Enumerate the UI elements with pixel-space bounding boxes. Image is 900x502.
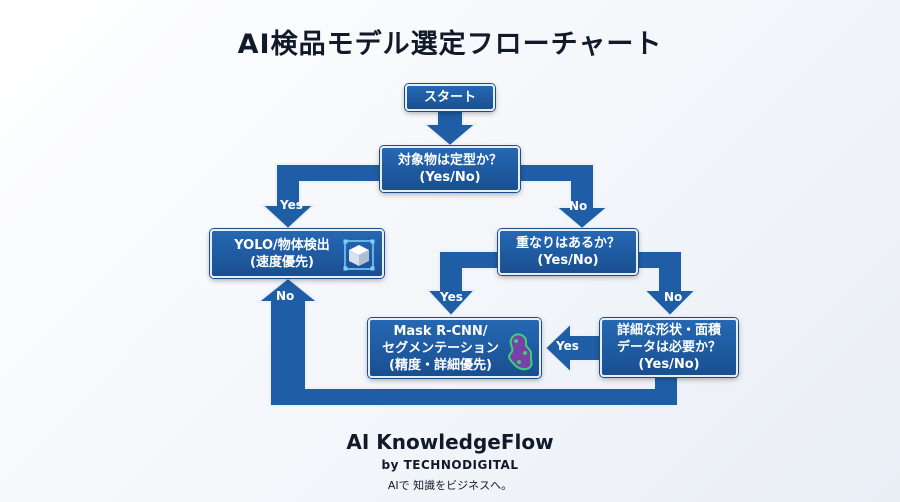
label-q3-no: No xyxy=(276,289,295,303)
node-q3-line2: データは必要か？ xyxy=(616,340,721,355)
arrow-q3-no-loop xyxy=(255,276,679,407)
node-q2-line2: (Yes/No) xyxy=(537,253,599,268)
label-q2-no: No xyxy=(664,290,683,304)
node-q3-detail-data: 詳細な形状・面積 データは必要か？ (Yes/No) xyxy=(600,318,738,377)
node-start-label: スタート xyxy=(423,90,476,105)
bounding-box-cube-icon xyxy=(343,239,375,271)
node-q3-line3: (Yes/No) xyxy=(638,357,700,372)
segmentation-mask-icon xyxy=(508,333,533,371)
node-yolo-line2: (速度優先) xyxy=(250,254,314,270)
node-yolo-line1: YOLO/物体検出 xyxy=(234,237,330,253)
node-q1-line1: 対象物は定型か？ xyxy=(397,153,502,168)
page-title: AI検品モデル選定フローチャート xyxy=(237,29,663,60)
label-q1-no: No xyxy=(569,199,588,213)
label-q3-yes: Yes xyxy=(556,339,579,353)
node-q1-line2: (Yes/No) xyxy=(419,170,481,185)
label-q1-yes: Yes xyxy=(280,198,303,212)
label-q2-yes: Yes xyxy=(440,290,463,304)
arrow-q2-no xyxy=(637,250,699,318)
node-q1-fixed-shape: 対象物は定型か？ (Yes/No) xyxy=(380,146,520,192)
brand-name: AI KnowledgeFlow xyxy=(346,430,554,454)
arrow-q1-yes xyxy=(259,163,381,231)
node-q2-overlap: 重なりはあるか？ (Yes/No) xyxy=(498,229,638,275)
arrow-start-to-q1 xyxy=(421,110,479,148)
node-mask-line2: セグメンテーション xyxy=(382,340,499,356)
brand-by-line: by TECHNODIGITAL xyxy=(381,458,519,472)
node-mask-line3: (精度・詳細優先) xyxy=(389,357,492,373)
node-mask-line1: Mask R-CNN/ xyxy=(393,323,488,339)
node-start: スタート xyxy=(405,84,495,111)
node-mask-rcnn: Mask R-CNN/ セグメンテーション (精度・詳細優先) xyxy=(368,318,541,378)
arrow-q3-yes xyxy=(543,320,601,376)
node-q3-line1: 詳細な形状・面積 xyxy=(616,323,721,338)
arrow-q1-no xyxy=(519,163,611,231)
arrow-q2-yes xyxy=(424,250,499,318)
node-q2-line1: 重なりはあるか？ xyxy=(515,236,620,251)
brand-tagline: AIで 知識をビジネスへ。 xyxy=(387,479,513,492)
